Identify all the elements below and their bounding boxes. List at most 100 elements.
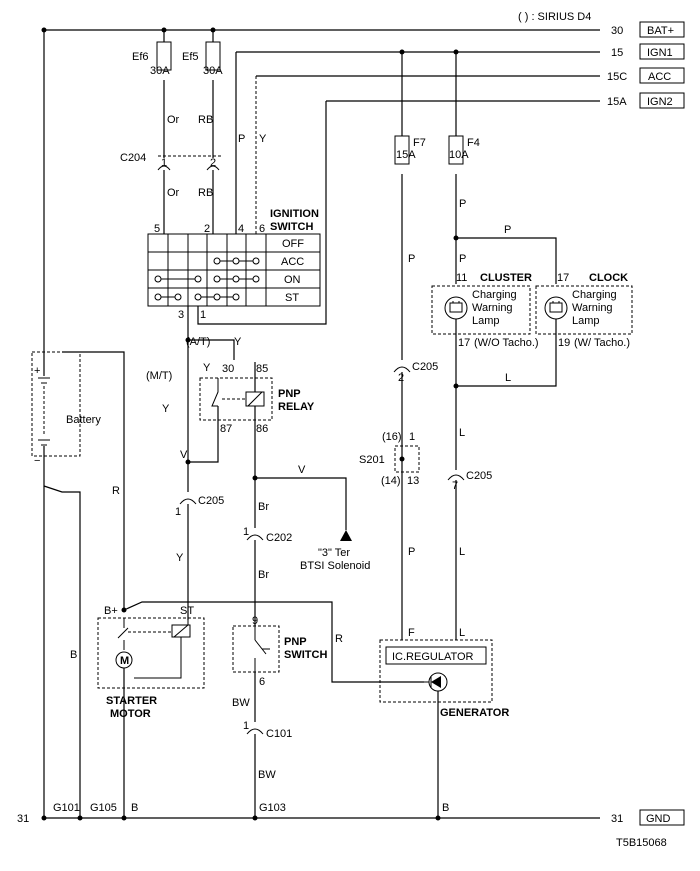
ign2-to-switch-wire (197, 101, 327, 325)
c205-b-pin: 7 (452, 480, 458, 492)
switch-pin-1: 1 (200, 309, 206, 321)
f4-fuse (448, 135, 464, 165)
s201-box (394, 445, 420, 473)
ef6-fuse (156, 41, 172, 71)
c205-c-pin: 1 (175, 506, 181, 518)
clock-title: CLOCK (589, 272, 628, 284)
ign2-rail-number: 15A (607, 96, 627, 108)
ic-regulator-label: IC.REGULATOR (392, 651, 474, 663)
wire-b-g105: B (131, 802, 138, 814)
wire-y-starter: Y (176, 552, 184, 564)
clock-box (535, 285, 633, 335)
junction-dot (41, 27, 47, 33)
b-ground-wire (43, 485, 81, 818)
fuse-ef5-name: Ef5 (182, 51, 199, 63)
fuse-ef5-rating: 30A (203, 65, 223, 77)
ign2-rail-label: IGN2 (647, 96, 673, 108)
gnd-rail-left-number: 31 (17, 813, 29, 825)
generator-title: GENERATOR (440, 707, 509, 719)
battery-minus: − (34, 455, 40, 467)
ground-g103: G103 (259, 802, 286, 814)
s201-bottom-pin: 13 (407, 475, 419, 487)
wire-or1: Or (167, 114, 180, 126)
bat-rail-label: BAT+ (647, 25, 674, 37)
clock-lamp-icon (544, 296, 568, 320)
wire-or2: Or (167, 187, 180, 199)
ignition-switch-grid (147, 233, 267, 307)
relay-pin-85: 85 (256, 363, 268, 375)
clock-note: (W/ Tacho.) (574, 337, 630, 349)
wire-r-gen: R (335, 633, 343, 645)
s201-bottom-label: (14) (381, 475, 401, 487)
fuse-f7-rating: 15A (396, 149, 416, 161)
wire-v-relay: V (180, 449, 188, 461)
junction-dot (121, 815, 127, 821)
pnp-relay-title2: RELAY (278, 401, 315, 413)
gnd-rail-tag (639, 809, 685, 826)
junction-dot (77, 815, 83, 821)
switch-pin-3: 3 (178, 309, 184, 321)
junction-dot (185, 337, 191, 343)
connector-c205-b: C205 (466, 470, 492, 482)
p-clock-wire (456, 237, 557, 284)
switch-pin-2: 2 (204, 223, 210, 235)
relay-at-label: (A/T) (186, 336, 210, 348)
switch-pin-6: 6 (259, 223, 265, 235)
wire-p1: P (238, 133, 245, 145)
s201-splice-dot (399, 456, 405, 462)
ign2-rail-tag (639, 92, 685, 109)
y-switch-wire (187, 306, 235, 360)
junction-dot (435, 815, 441, 821)
battery-label: Battery (66, 414, 101, 426)
wire-y1: Y (259, 133, 267, 145)
pnp-switch-box (232, 625, 280, 673)
connector-c205-c: C205 (198, 495, 224, 507)
c202-shape (246, 534, 264, 541)
junction-dot (41, 815, 47, 821)
clock-lamp-line2: Warning (572, 302, 613, 314)
c205-a-shape (393, 366, 411, 373)
switch-position-st: ST (285, 292, 299, 304)
generator-diode-icon (424, 672, 448, 692)
connector-c101: C101 (266, 728, 292, 740)
starter-title1: STARTER (106, 695, 157, 707)
c205-a-pin: 2 (398, 372, 404, 384)
wire-p-clk: P (459, 253, 466, 265)
fuse-ef6-name: Ef6 (132, 51, 149, 63)
c101-shape (246, 728, 264, 735)
cluster-pin-bottom: 17 (458, 337, 470, 349)
junction-dot (161, 27, 167, 33)
pnp-switch-title1: PNP (284, 636, 307, 648)
clock-lamp-line1: Charging (572, 289, 617, 301)
pnp-switch-pin-6: 6 (259, 676, 265, 688)
wire-p-f4: P (459, 198, 466, 210)
btsi-terminal-icon (340, 530, 352, 541)
s201-top-pin: 1 (409, 431, 415, 443)
clock-pin-top: 17 (557, 272, 569, 284)
wire-bw2: BW (258, 769, 276, 781)
acc-rail-tag (639, 67, 685, 84)
junction-dot (453, 49, 459, 55)
switch-pin-5: 5 (154, 223, 160, 235)
connector-c205-a: C205 (412, 361, 438, 373)
switch-pin-4: 4 (238, 223, 244, 235)
wire-r-batt: R (112, 485, 120, 497)
starter-motor-symbol: M (120, 655, 129, 667)
gnd-rail-number: 31 (611, 813, 623, 825)
ign1-rail-label: IGN1 (647, 47, 673, 59)
clock-pin-bottom: 19 (558, 337, 570, 349)
header-note: ( ) : SIRIUS D4 (518, 11, 591, 23)
pnp-relay-box (199, 377, 273, 421)
ignition-switch-title2: SWITCH (270, 221, 313, 233)
cluster-lamp-line1: Charging (472, 289, 517, 301)
relay-87-wire (188, 406, 219, 463)
junction-dot (185, 459, 191, 465)
battery-plus: + (34, 365, 40, 377)
connector-c202: C202 (266, 532, 292, 544)
pnp-switch-title2: SWITCH (284, 649, 327, 661)
gen-l-label: L (459, 627, 465, 639)
wire-l-gen: L (459, 546, 465, 558)
fuse-f4-name: F4 (467, 137, 480, 149)
acc-rail-number: 15C (607, 71, 627, 83)
